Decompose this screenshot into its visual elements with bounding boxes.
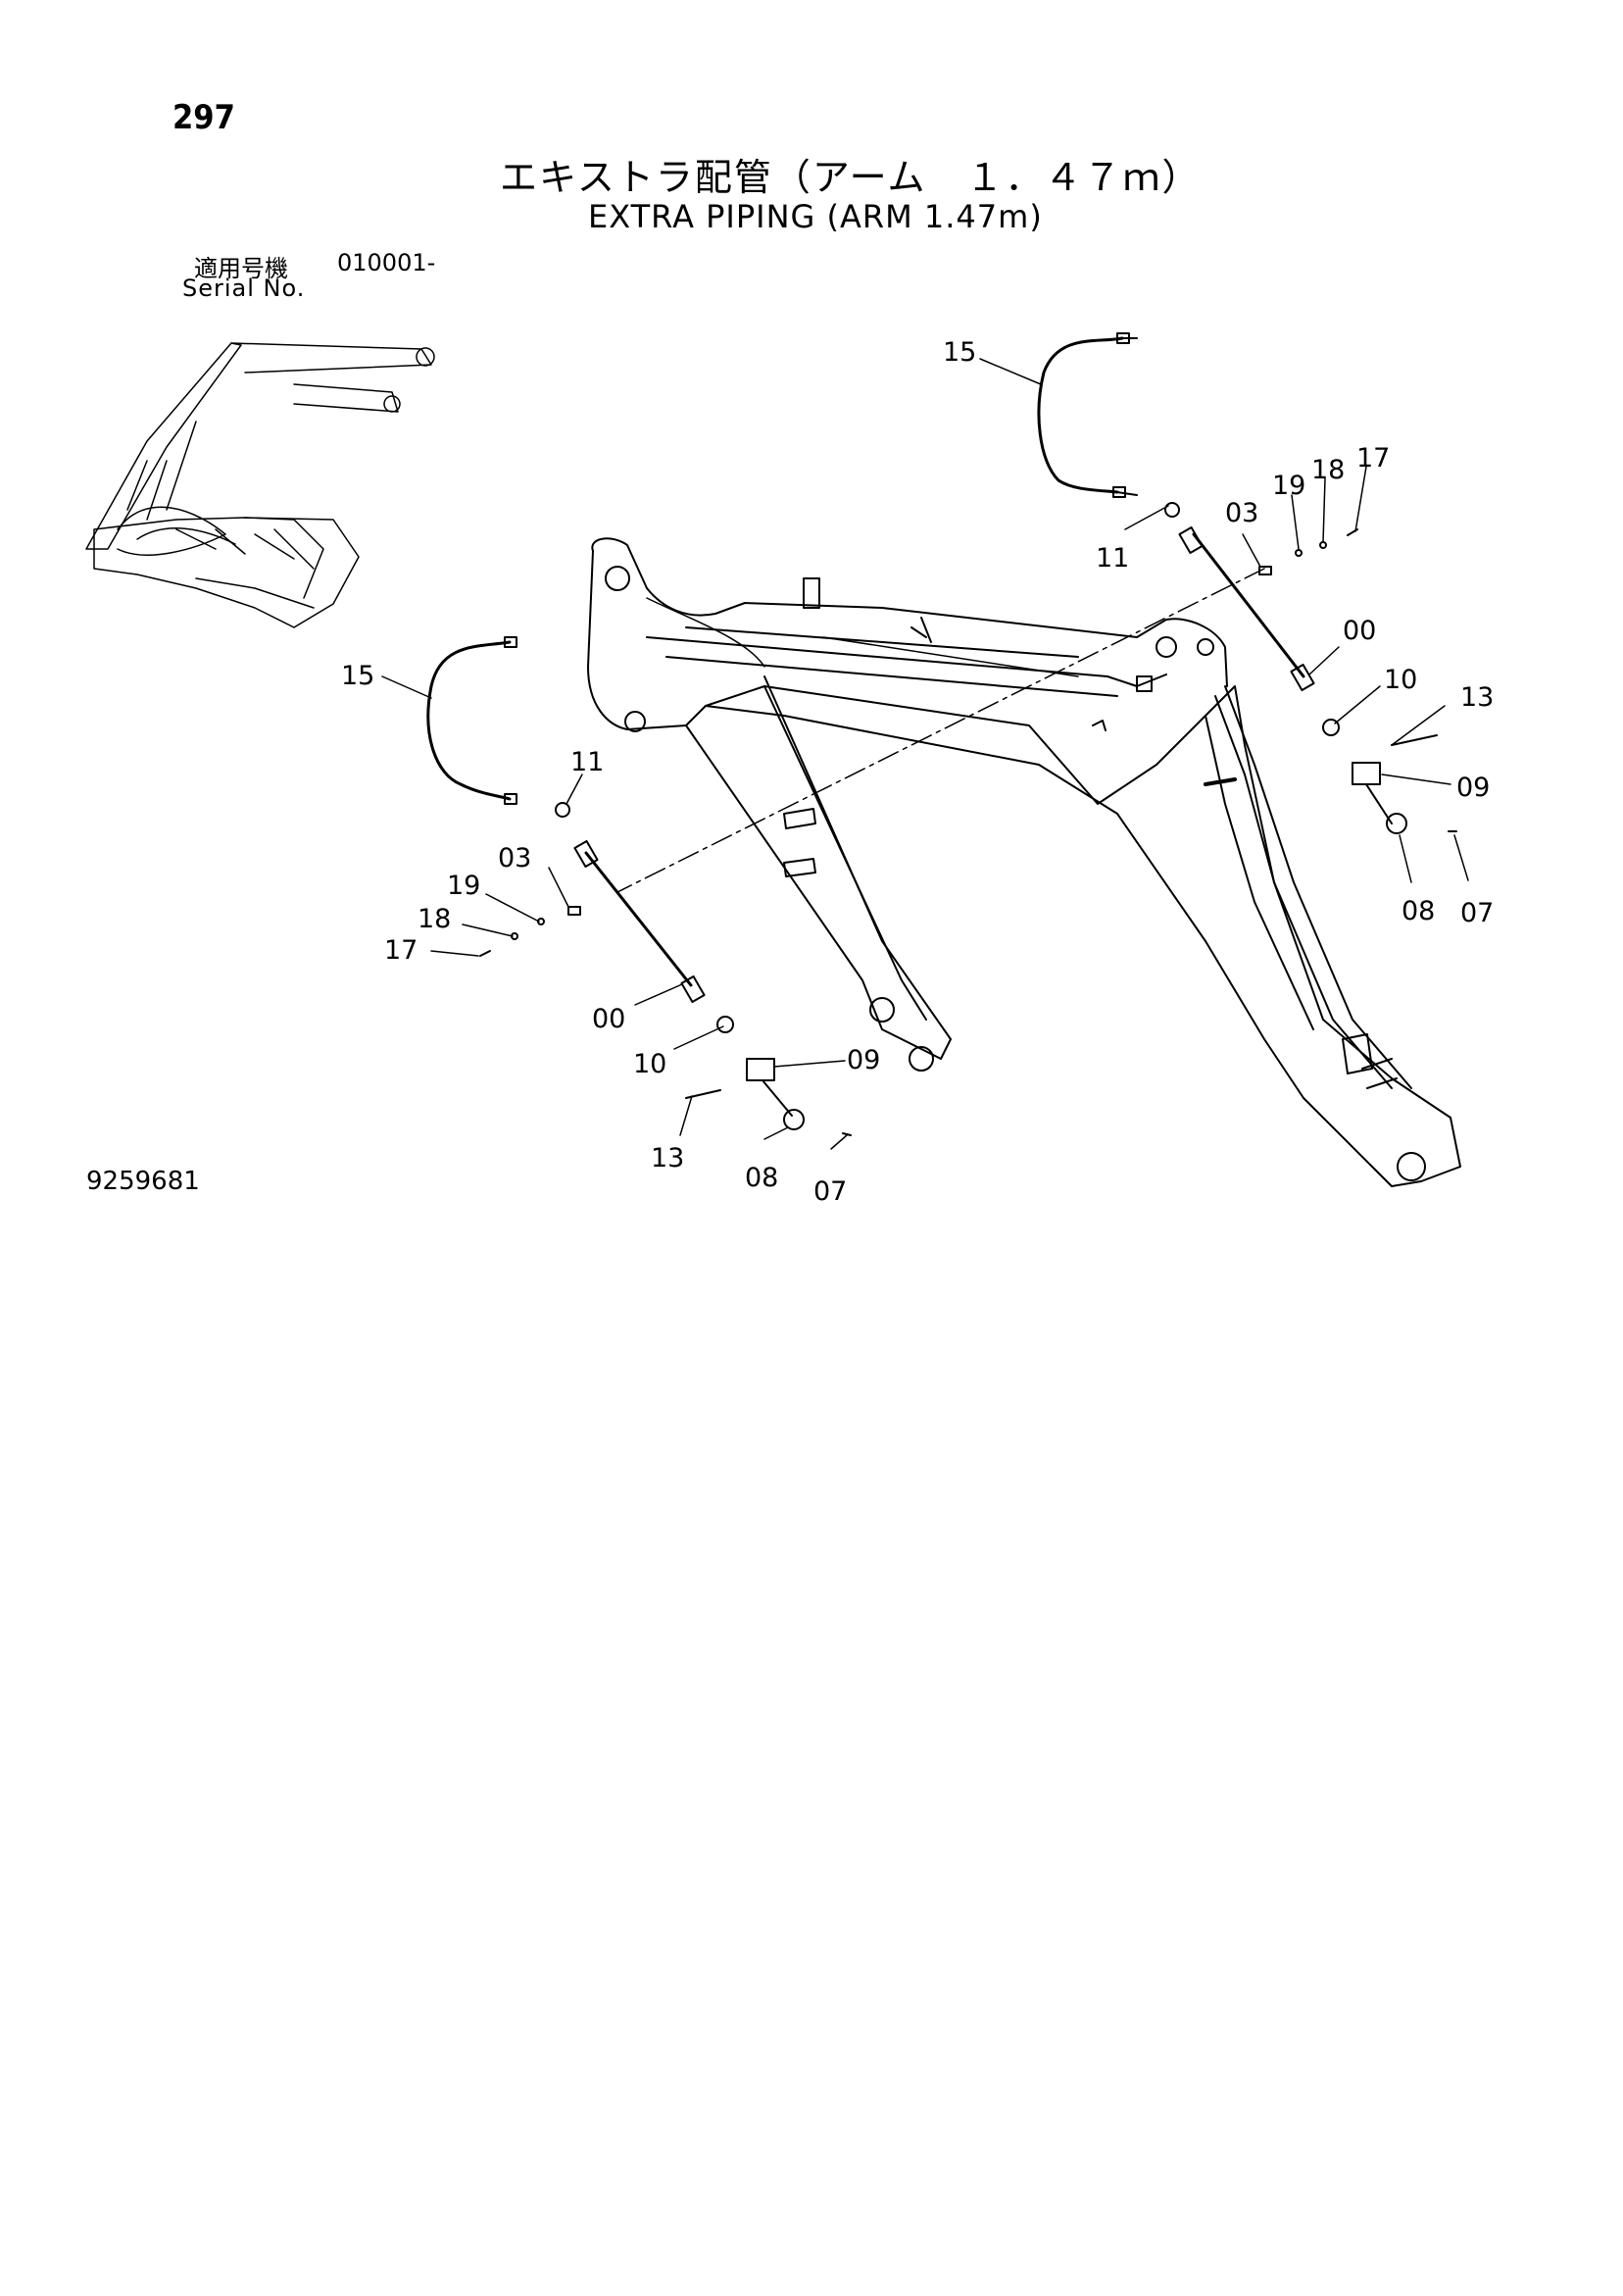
callout-right-00: 00 xyxy=(1343,616,1377,646)
leader-lines xyxy=(381,358,1469,1150)
callout-left-00: 00 xyxy=(592,1004,626,1034)
callout-left-19: 19 xyxy=(447,871,481,901)
arm-assembly-drawing xyxy=(587,537,1461,1187)
thumbnail-excavator-sketch xyxy=(85,342,435,628)
drawing-number: 9259681 xyxy=(86,1167,200,1196)
serial-number: 010001- xyxy=(337,249,436,276)
page-number: 297 xyxy=(172,98,235,137)
callout-right-11: 11 xyxy=(1096,543,1130,574)
callout-left-07: 07 xyxy=(813,1176,848,1207)
callout-right-17: 17 xyxy=(1356,443,1391,474)
callout-right-07: 07 xyxy=(1460,898,1495,928)
callout-left-17: 17 xyxy=(384,935,418,966)
callout-left-18: 18 xyxy=(418,904,452,934)
callout-left-15: 15 xyxy=(341,661,375,691)
callout-left-11: 11 xyxy=(570,747,605,777)
callout-right-03: 03 xyxy=(1225,498,1259,528)
page-title-english: EXTRA PIPING (ARM 1.47m) xyxy=(588,198,1043,235)
right-pipe-assembly xyxy=(616,332,1457,893)
serial-label-japanese: 適用号機 xyxy=(194,255,288,282)
callout-right-19: 19 xyxy=(1272,471,1306,501)
page-title-japanese: エキストラ配管（アーム １．４７ｍ） xyxy=(500,156,1202,199)
serial-label-english: Serial No. xyxy=(182,275,306,302)
callout-left-13: 13 xyxy=(651,1143,685,1173)
left-pipe-assembly xyxy=(426,636,852,1136)
callout-right-13: 13 xyxy=(1460,682,1495,713)
callout-left-03: 03 xyxy=(498,843,532,873)
callout-right-15: 15 xyxy=(943,337,977,368)
callout-right-10: 10 xyxy=(1384,665,1418,695)
callout-left-09: 09 xyxy=(847,1045,881,1075)
callout-left-08: 08 xyxy=(745,1163,779,1193)
callout-right-09: 09 xyxy=(1456,773,1491,803)
callout-right-08: 08 xyxy=(1402,896,1436,926)
callout-right-18: 18 xyxy=(1311,455,1346,485)
callout-left-10: 10 xyxy=(633,1049,667,1079)
